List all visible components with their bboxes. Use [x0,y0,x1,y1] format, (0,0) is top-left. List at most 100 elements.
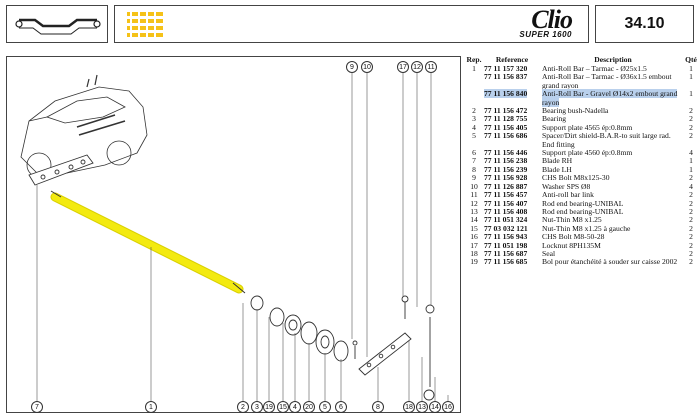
cell-qty: 1 [685,90,697,107]
cell-qty: 1 [685,73,697,90]
table-row: 1 77 11 157 320 Anti-Roll Bar – Tarmac - Ø… [465,64,697,73]
cell-ref-text: 77 11 156 840 [484,89,528,99]
cell-desc-text: Anti-Roll Bar – Tarmac - Ø25x1.5 [542,64,647,73]
page-number-box: 34.10 [595,5,694,43]
cell-ref-text: 77 11 156 239 [484,164,528,174]
cell-ref: 77 11 126 887 [483,181,541,191]
cell-rep-text: 14 [470,215,478,225]
cell-desc: Anti-Roll Bar – Tarmac - Ø36x1.5 embout … [541,73,685,90]
cell-rep-text: 2 [472,106,476,116]
cell-ref: 77 03 032 121 [483,224,541,233]
cell-ref: 77 11 156 840 [483,89,541,107]
cell-qty-text: 2 [689,257,693,267]
cell-rep-text: 1 [472,64,476,73]
cell-ref-text: 77 11 156 687 [484,248,528,258]
cell-ref-text: 77 11 156 405 [484,122,528,132]
cell-rep-text: 12 [470,198,478,208]
cell-desc-text: Bearing [542,114,567,124]
cell-desc: Anti-Roll Bar - Gravel Ø14x2 embout gran… [541,89,685,107]
cell-rep-text: 5 [472,131,476,141]
callout-bottom: 15 [277,401,289,413]
cell-ref-text: 77 11 157 320 [484,64,528,73]
cell-desc: Rod end bearing-UNIBAL [541,207,685,216]
cell-desc: Anti-roll bar link [541,190,685,199]
cell-desc-text: Nut-Thin M8 x1.25 [542,215,602,225]
cell-qty-text: 2 [689,198,693,208]
cell-ref-text: 77 11 156 837 [484,72,528,82]
cell-ref: 77 11 157 320 [483,64,541,73]
cell-qty-text: 2 [689,122,693,132]
cell-ref-text: 77 11 128 755 [484,114,528,124]
cell-qty: 4 [685,182,697,191]
cell-ref: 77 11 051 324 [483,216,541,224]
cell-desc: CHS Bolt M8-50-28 [541,232,685,242]
cell-qty: 2 [685,249,697,258]
cell-qty-text: 1 [689,164,693,174]
cell-desc: Blade LH [541,165,685,174]
cell-ref: 77 11 156 238 [483,157,541,165]
cell-qty: 2 [685,122,697,132]
cell-rep: 10 [465,182,483,191]
cell-qty: 2 [685,258,697,266]
brand-stripes-icon [127,10,163,40]
parts-table-header: Rep. Reference Description Qté [465,56,697,65]
callout-bottom: 13 [416,401,428,413]
cell-rep-text: 17 [470,240,478,250]
cell-desc-text: CHS Bolt M8-50-28 [542,232,605,242]
cell-rep-text: 19 [470,257,478,267]
cell-rep-text: 11 [470,190,478,200]
cell-rep-text: 8 [472,164,476,174]
cell-qty: 2 [685,190,697,200]
cell-qty: 2 [685,241,697,250]
cell-rep-text: 15 [470,223,478,233]
cell-rep: 14 [465,216,483,224]
cell-desc-text: Support plate 4565 ép:0.8mm [542,122,633,132]
cell-desc-text: Bol pour étanchéité à souder sur caisse … [542,257,678,267]
callout-bottom: 2 [237,401,249,413]
col-rep: Rep. [466,55,482,65]
cell-desc-text: Support plate 4560 ép:0.8mm [542,148,633,158]
cell-ref-text: 77 11 126 887 [484,181,528,191]
cell-ref-text: 77 11 156 446 [484,148,528,158]
callout-bottom: 3 [251,401,263,413]
cell-ref: 77 11 156 837 [483,73,541,90]
cell-ref: 77 11 051 198 [483,241,541,250]
clio-logo: Clio SUPER 1600 [454,5,574,42]
cell-rep: 19 [465,258,483,266]
cell-rep: 9 [465,174,483,182]
cell-qty: 4 [685,148,697,157]
blade-rh-shape [28,154,94,186]
cell-qty-text: 2 [689,190,693,200]
cell-qty-text: 2 [689,232,693,242]
cell-ref: 77 11 156 407 [483,199,541,208]
header-banner: Clio SUPER 1600 [114,5,589,43]
callout-bottom: 4 [289,401,301,413]
cell-desc: Washer SPS Ø8 [541,182,685,191]
cell-desc-text: Bearing bush-Nadella [542,106,609,116]
cell-rep: 3 [465,115,483,123]
cell-ref: 77 11 156 687 [483,248,541,258]
cell-rep-text: 13 [470,206,478,216]
cell-rep: 7 [465,157,483,165]
callout-bottom: 19 [263,401,275,413]
cell-qty-text: 2 [689,206,693,216]
cell-desc: Nut-Thin M8 x1.25 [541,216,685,224]
cell-qty: 1 [685,157,697,165]
cell-desc: Locknut 8PH135M [541,241,685,250]
cell-rep: 11 [465,190,483,200]
cell-rep: 8 [465,164,483,174]
cell-ref: 77 11 156 685 [483,258,541,266]
cell-qty-text: 1 [689,64,693,73]
cell-ref: 77 11 156 408 [483,207,541,216]
cell-desc: Support plate 4560 ép:0.8mm [541,148,685,158]
cell-desc-text: CHS Bolt M8x125-30 [542,173,610,183]
callout-top: 11 [425,61,437,73]
